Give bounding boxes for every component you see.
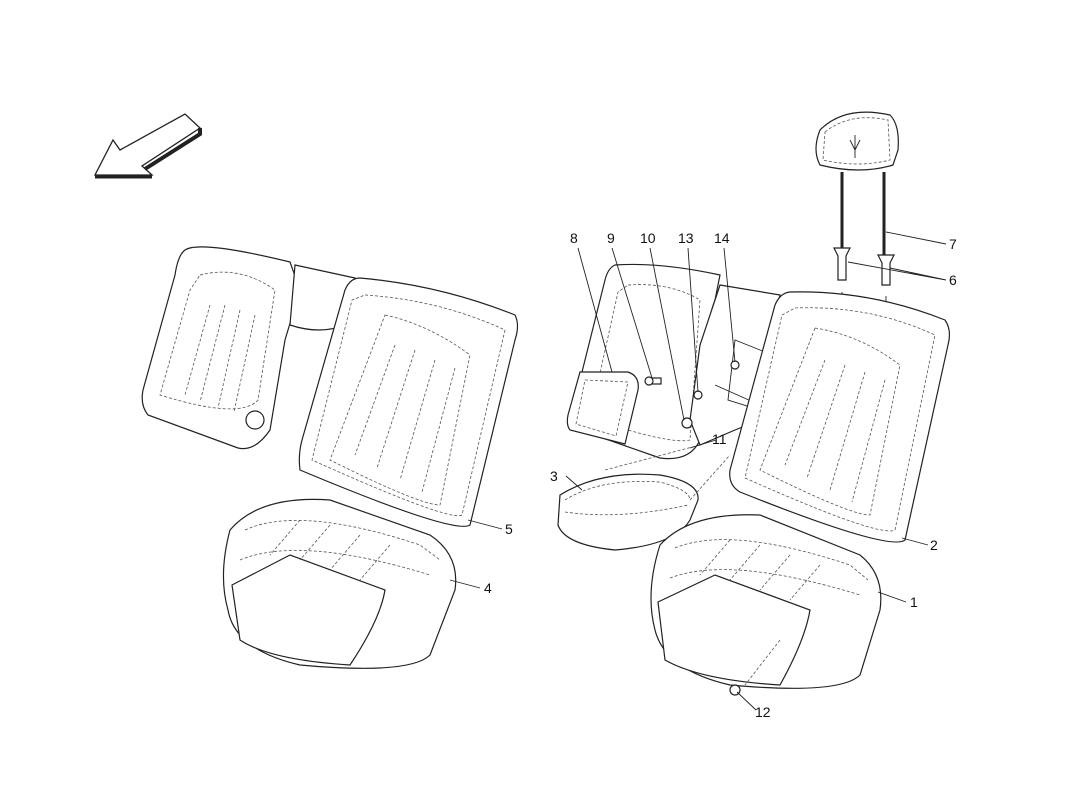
callout-11: 11: [712, 431, 727, 447]
nut-14: [730, 360, 740, 370]
callout-8: 8: [570, 230, 578, 246]
callout-14: 14: [714, 230, 730, 246]
callout-2: 2: [930, 537, 938, 553]
callout-5: 5: [505, 521, 513, 537]
headrest-guides-6: [833, 247, 895, 305]
callout-1: 1: [910, 594, 918, 610]
callout-3: 3: [550, 468, 558, 484]
direction-arrow-icon: [93, 113, 202, 179]
callout-4: 4: [484, 580, 492, 596]
callout-13: 13: [678, 230, 694, 246]
armrest-3: [557, 473, 699, 551]
right-backrest-2: [729, 291, 951, 543]
callout-7: 7: [949, 236, 957, 252]
headrest-7: [815, 111, 899, 262]
left-backrest-5: [298, 277, 519, 527]
callout-10: 10: [640, 230, 656, 246]
callout-9: 9: [607, 230, 615, 246]
screw-9: [644, 376, 662, 386]
right-cushion-1: [650, 514, 882, 689]
left-backrest-side: [141, 246, 301, 450]
left-cushion-4: [222, 498, 457, 669]
armrest-cover-8: [566, 371, 639, 445]
callout-6: 6: [949, 272, 957, 288]
leader-lines: [449, 231, 947, 711]
bolt-13: [693, 390, 703, 400]
callout-12: 12: [755, 704, 771, 720]
callout-labels: 1 2 3 4 5 6 7 8 9 10 11 12 13 14: [484, 230, 957, 720]
